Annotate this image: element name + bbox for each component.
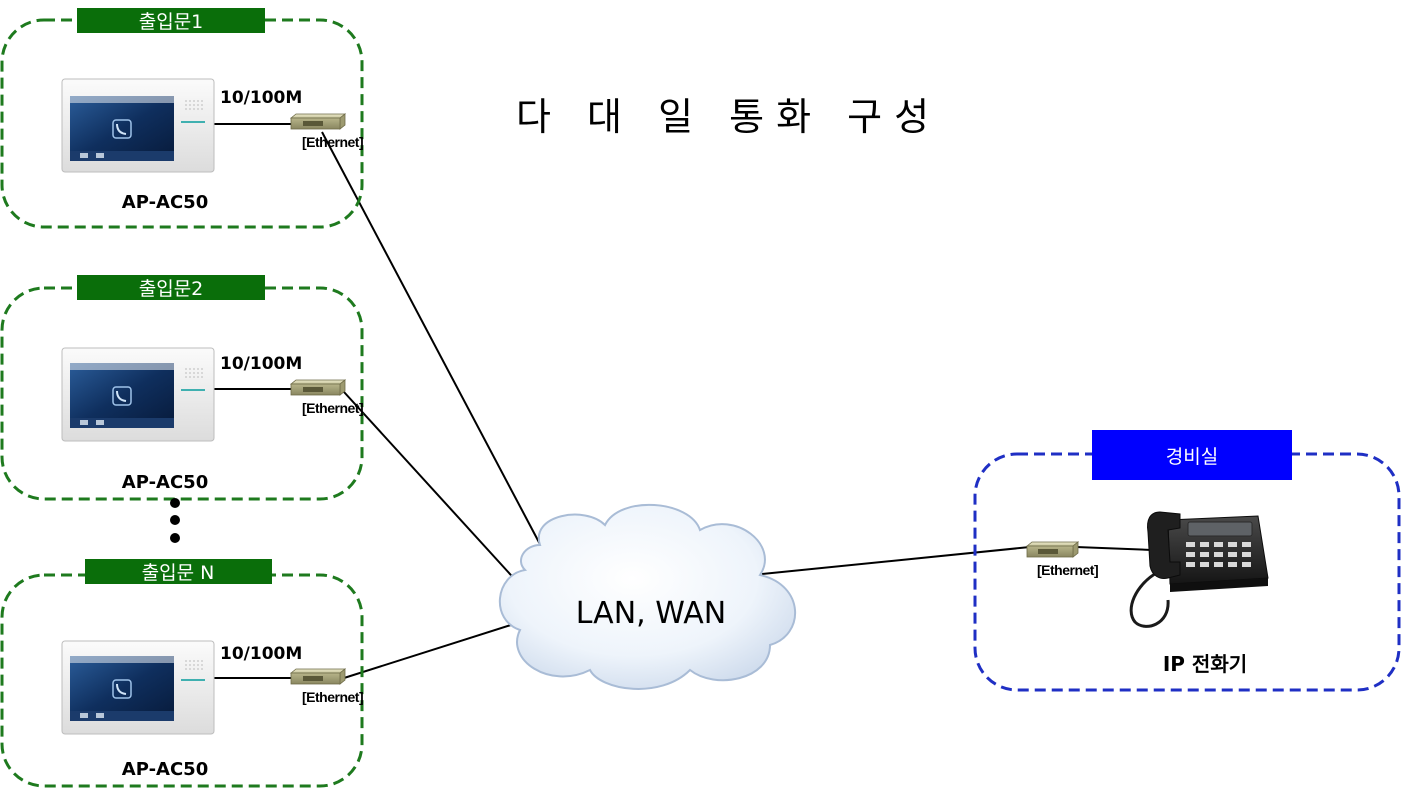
door-tag-label: 출입문 N <box>142 562 215 584</box>
network-label: LAN, WAN <box>576 596 726 631</box>
door-group-1: 출입문1 AP-AC50 10/100M [Ethernet] <box>0 8 364 229</box>
speed-label: 10/100M <box>220 354 302 374</box>
switch-label: [Ethernet] <box>1037 562 1098 578</box>
intercom-device <box>61 640 215 735</box>
phone-handset <box>1147 511 1181 579</box>
security-phone-link <box>1075 546 1153 551</box>
device-label: AP-AC50 <box>122 192 208 213</box>
intercom-screen <box>70 656 174 721</box>
door-tag <box>77 8 265 33</box>
door-group-n: 출입문 N AP-AC50 10/100M [Ethernet] <box>0 559 364 788</box>
ethernet-switch-icon <box>1025 541 1080 558</box>
intercom-screen <box>70 363 174 428</box>
speed-label: 10/100M <box>220 88 302 108</box>
ethernet-switch-icon <box>289 668 347 685</box>
network-cloud: LAN, WAN <box>498 504 796 690</box>
doorN-network-link <box>343 623 515 679</box>
ethernet-switch-icon <box>289 379 347 396</box>
door-group-2: 출입문2 AP-AC50 10/100M [Ethernet] <box>0 275 364 501</box>
speed-label: 10/100M <box>220 644 302 664</box>
phone-icon <box>112 119 132 139</box>
cloud-shape <box>498 504 796 690</box>
phone-icon <box>112 386 132 406</box>
door-tag-label: 출입문2 <box>139 278 204 300</box>
more-doors-ellipsis <box>170 498 180 543</box>
door-tag <box>85 559 272 584</box>
switch-label: [Ethernet] <box>302 689 363 705</box>
phone-icon <box>112 679 132 699</box>
door-tag-label: 출입문1 <box>139 11 204 33</box>
intercom-device <box>61 347 215 442</box>
door2-network-link <box>343 391 521 586</box>
device-label: AP-AC50 <box>122 759 208 780</box>
security-room-label: 경비실 <box>1166 446 1218 468</box>
switch-label: [Ethernet] <box>302 400 363 416</box>
door-tag <box>77 275 265 300</box>
ip-phone-label: IP 전화기 <box>1163 652 1247 676</box>
switch-label: [Ethernet] <box>302 134 363 150</box>
ip-phone-icon <box>1129 511 1269 628</box>
door1-network-link <box>321 131 543 549</box>
security-room-group: 경비실 [Ethernet] IP 전화기 <box>973 430 1401 692</box>
security-network-link <box>761 546 1031 575</box>
diagram-title: 다 대 일 통화 구성 <box>516 95 941 139</box>
ethernet-switch-icon <box>289 113 347 130</box>
device-label: AP-AC50 <box>122 472 208 493</box>
phone-display <box>1187 521 1253 537</box>
intercom-screen <box>70 96 174 161</box>
security-room-tag <box>1092 430 1292 480</box>
intercom-device <box>61 78 215 173</box>
